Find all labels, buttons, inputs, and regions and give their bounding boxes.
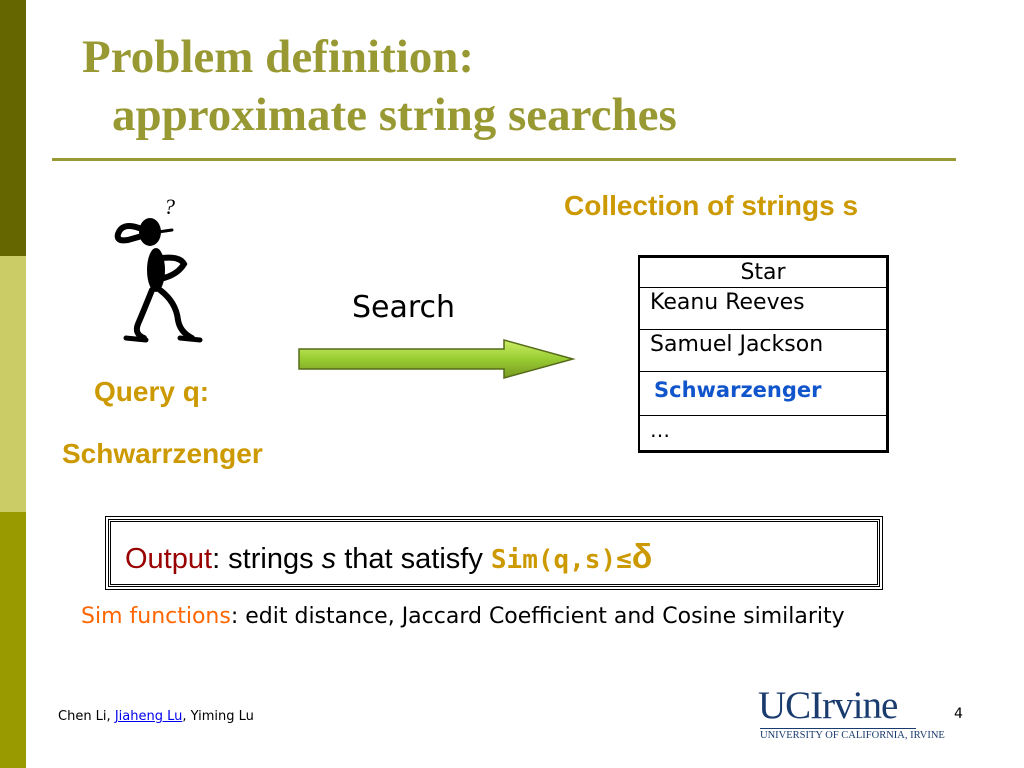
table-cell-match: Schwarzenger — [654, 378, 822, 402]
output-text-mid: that satisfy — [336, 543, 491, 575]
table-header: Star — [640, 258, 886, 288]
table-cell-ellipsis: … — [650, 418, 670, 442]
output-var: s — [321, 543, 337, 575]
table-cell: Samuel Jackson — [650, 332, 824, 357]
confused-stick-figure-icon: ? — [114, 194, 203, 343]
logo-subtitle: UNIVERSITY OF CALIFORNIA, IRVINE — [760, 730, 945, 741]
output-statement: Output: strings s that satisfy Sim(q,s)≤… — [125, 538, 652, 577]
output-text-pre: : strings — [212, 543, 322, 575]
sim-functions-key: Sim functions — [81, 604, 231, 629]
output-sim: Sim(q,s)≤ — [490, 545, 632, 575]
sidebar-segment-light — [0, 256, 26, 512]
sim-functions-text: : edit distance, Jaccard Coefficient and… — [230, 604, 845, 629]
output-box: Output: strings s that satisfy Sim(q,s)≤… — [105, 516, 883, 590]
slide-title: Problem definition: approximate string s… — [82, 28, 677, 144]
table-row: … — [640, 416, 886, 452]
query-value: Schwarrzenger — [62, 438, 263, 469]
sidebar-segment-olive — [0, 512, 26, 768]
table-row-highlighted: Schwarzenger — [640, 372, 886, 416]
footer-author-link[interactable]: Jiaheng Lu — [114, 709, 183, 724]
output-delta: δ — [631, 538, 653, 576]
table-row: Keanu Reeves — [640, 288, 886, 330]
title-divider — [52, 158, 956, 161]
title-line-2: approximate string searches — [112, 89, 677, 141]
collection-label: Collection of strings s — [564, 190, 859, 221]
table-cell: Keanu Reeves — [650, 290, 805, 315]
query-label: Query q: — [94, 376, 210, 407]
sidebar-decoration — [0, 0, 26, 768]
right-arrow-icon — [298, 339, 576, 379]
output-key: Output — [125, 543, 213, 575]
svg-text:?: ? — [164, 194, 175, 219]
table-row: Samuel Jackson — [640, 330, 886, 372]
footer-author-1: Chen Li, — [58, 709, 115, 724]
logo-divider — [760, 728, 916, 729]
sidebar-segment-dark — [0, 0, 26, 256]
logo-wordmark: UCIrvine — [758, 684, 898, 727]
footer-authors: Chen Li, Jiaheng Lu, Yiming Lu — [58, 709, 254, 724]
strings-table: Star Keanu Reeves Samuel Jackson Schwarz… — [638, 255, 889, 453]
search-label: Search — [352, 290, 456, 325]
footer-author-3: , Yiming Lu — [182, 709, 254, 724]
page-number: 4 — [954, 706, 963, 722]
sim-functions-line: Sim functions: edit distance, Jaccard Co… — [81, 604, 845, 629]
uc-irvine-logo: UCIrvine UNIVERSITY OF CALIFORNIA, IRVIN… — [758, 684, 945, 746]
title-line-1: Problem definition: — [82, 31, 475, 83]
